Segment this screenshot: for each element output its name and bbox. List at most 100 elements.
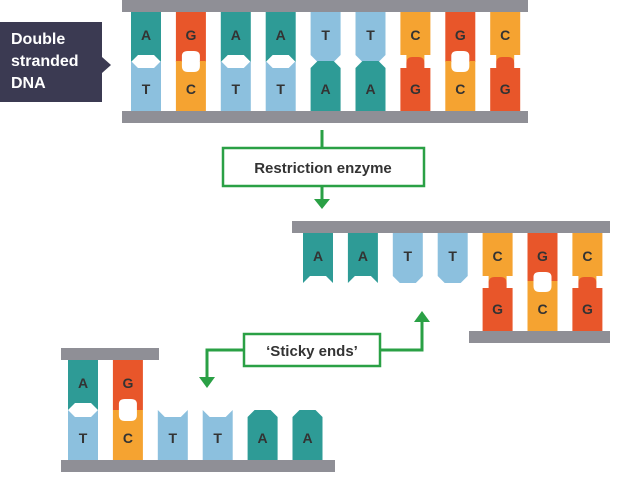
arrow-head-down-icon xyxy=(199,377,215,388)
enzyme-label: Restriction enzyme xyxy=(254,160,392,177)
base-C-lower xyxy=(445,61,476,111)
base-G-upper xyxy=(112,360,143,410)
base-A-upper xyxy=(303,233,333,283)
base-A-upper xyxy=(131,12,161,62)
base-letter: A xyxy=(276,27,286,43)
top-backbone-upper xyxy=(122,0,528,12)
base-letter: G xyxy=(185,27,196,43)
base-letter: T xyxy=(366,27,375,43)
base-letter: A xyxy=(365,81,375,97)
arrow-head-down-icon xyxy=(314,199,330,209)
base-G-lower xyxy=(482,277,513,331)
base-letter: C xyxy=(455,81,465,97)
sticky-arrow-right-line xyxy=(380,321,424,352)
base-G-upper xyxy=(175,12,206,62)
base-C-lower xyxy=(527,281,558,331)
base-letter: G xyxy=(500,81,511,97)
base-letter: G xyxy=(582,301,593,317)
base-A-upper xyxy=(220,12,251,62)
base-C-upper xyxy=(490,12,521,66)
base-T-upper xyxy=(437,233,468,283)
base-letter: A xyxy=(302,430,312,446)
base-letter: T xyxy=(448,248,457,264)
base-T-upper xyxy=(310,12,341,62)
base-C-upper xyxy=(400,12,431,66)
base-G-lower xyxy=(572,277,603,331)
base-letter: C xyxy=(537,301,547,317)
label-box xyxy=(0,22,111,102)
base-C-upper xyxy=(482,233,513,287)
base-C-upper xyxy=(572,233,603,287)
base-letter: A xyxy=(231,27,241,43)
base-T-upper xyxy=(392,233,423,283)
base-A-upper xyxy=(265,12,296,62)
base-letter: T xyxy=(169,430,178,446)
right-backbone-upper xyxy=(292,221,610,233)
base-letter: C xyxy=(493,248,503,264)
left-backbone-upper xyxy=(61,348,159,360)
base-letter: T xyxy=(404,248,413,264)
label-line-1: Double xyxy=(11,31,65,48)
restriction-enzyme-arrow: Restriction enzyme xyxy=(221,130,426,209)
top-backbone-lower xyxy=(122,111,528,123)
double-stranded-label: Double stranded DNA xyxy=(0,22,111,102)
base-A-lower xyxy=(355,61,386,111)
label-line-3: DNA xyxy=(11,75,46,92)
double-stranded-dna: A G A A T T C G C T C T T A A G C G xyxy=(122,0,528,123)
base-C-lower xyxy=(112,410,143,460)
base-letter: T xyxy=(213,430,222,446)
base-letter: G xyxy=(492,301,503,317)
base-letter: A xyxy=(141,27,151,43)
base-letter: T xyxy=(321,27,330,43)
base-letter: C xyxy=(500,27,510,43)
base-T-lower xyxy=(220,61,251,111)
base-letter: C xyxy=(123,430,133,446)
base-letter: G xyxy=(455,27,466,43)
base-letter: C xyxy=(410,27,420,43)
base-letter: A xyxy=(78,375,88,391)
top-base-pairs: A G A A T T C G C T C T T A A G C G xyxy=(131,12,521,111)
base-T-lower xyxy=(157,410,188,460)
left-dna-fragment: A G T C T T A A xyxy=(61,348,335,472)
base-letter: A xyxy=(358,248,368,264)
base-letter: T xyxy=(232,81,241,97)
base-letter: T xyxy=(79,430,88,446)
base-A-upper xyxy=(347,233,378,283)
base-letter: A xyxy=(321,81,331,97)
base-letter: A xyxy=(313,248,323,264)
base-A-upper xyxy=(68,360,98,410)
base-C-lower xyxy=(175,61,206,111)
base-T-lower xyxy=(265,61,296,111)
base-T-lower xyxy=(202,410,233,460)
base-T-lower xyxy=(131,61,161,111)
base-T-upper xyxy=(355,12,386,62)
label-line-2: stranded xyxy=(11,53,79,70)
base-letter: G xyxy=(122,375,133,391)
sticky-ends-callout: ‘Sticky ends’ xyxy=(199,311,430,388)
base-letter: C xyxy=(582,248,592,264)
base-G-lower xyxy=(400,57,431,111)
base-A-lower xyxy=(292,410,323,460)
right-base-pairs: A A T T C G C G C G xyxy=(303,233,603,331)
base-A-lower xyxy=(310,61,341,111)
sticky-label: ‘Sticky ends’ xyxy=(266,343,358,360)
base-G-lower xyxy=(490,57,521,111)
enzyme-label-box xyxy=(221,146,426,188)
right-dna-fragment: A A T T C G C G C G xyxy=(292,221,610,343)
base-letter: T xyxy=(276,81,285,97)
arrow-head-up-icon xyxy=(414,311,430,322)
base-G-upper xyxy=(445,12,476,62)
base-letter: G xyxy=(410,81,421,97)
base-T-lower xyxy=(68,410,98,460)
base-letter: T xyxy=(142,81,151,97)
base-letter: G xyxy=(537,248,548,264)
base-letter: A xyxy=(258,430,268,446)
base-letter: C xyxy=(186,81,196,97)
base-G-upper xyxy=(527,233,558,283)
right-backbone-lower xyxy=(469,331,610,343)
base-A-lower xyxy=(247,410,278,460)
left-base-pairs: A G T C T T A A xyxy=(68,360,323,460)
sticky-label-box xyxy=(242,332,382,368)
